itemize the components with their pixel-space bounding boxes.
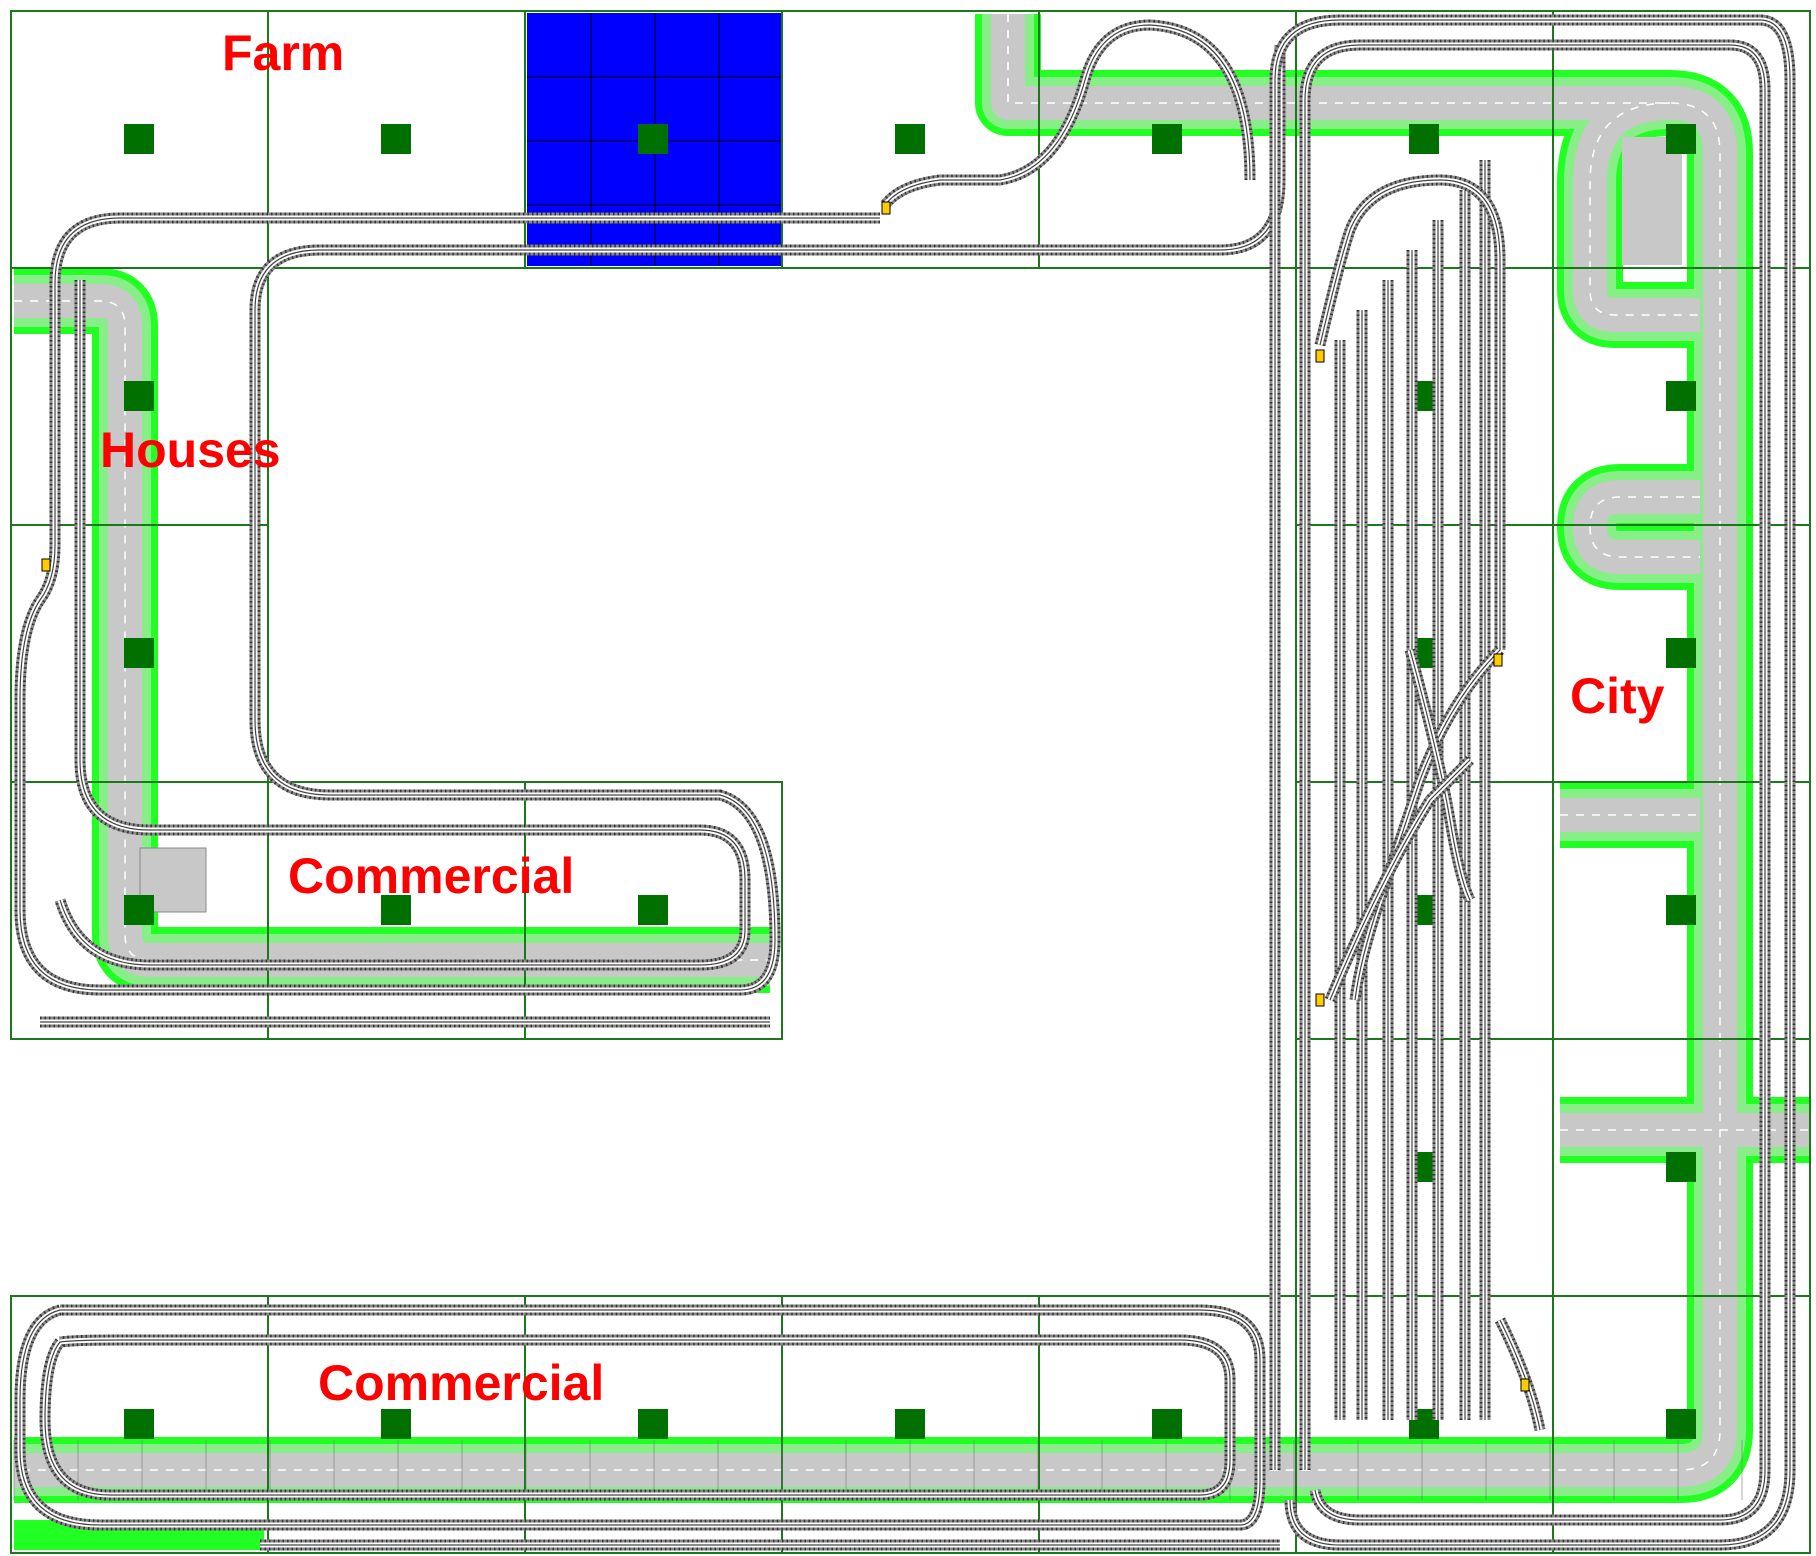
track-rail (19, 45, 1281, 991)
baseplate-marker-icon (1666, 124, 1696, 154)
baseplate-marker-icon (1409, 124, 1439, 154)
signals (41, 201, 1530, 1392)
baseplate (524, 781, 783, 1040)
track-rail (1329, 759, 1471, 1001)
baseplate-marker-icon (638, 895, 668, 925)
signal-icon (1315, 349, 1325, 363)
zone-label-commercial-mid: Commercial (288, 848, 574, 904)
track-rail (1499, 1319, 1541, 1431)
baseplate-marker-icon (895, 1409, 925, 1439)
zone-label-commercial-bottom: Commercial (318, 1355, 604, 1411)
zone-label-city: City (1570, 668, 1665, 724)
track-rail (44, 1339, 1231, 1496)
train-tracks (14, 14, 1796, 1551)
baseplate-marker-icon (381, 124, 411, 154)
signal-icon (1520, 1378, 1530, 1392)
baseplate-marker-icon (1666, 1409, 1696, 1439)
road-centre-line (1589, 102, 1700, 316)
zone-label-farm: Farm (222, 25, 344, 81)
baseplate-marker-icon (1666, 1152, 1696, 1182)
road-centre-line (14, 300, 770, 961)
road-segment (14, 14, 1737, 1487)
baseplate-marker-icon (1666, 381, 1696, 411)
baseplate-marker-icon (895, 124, 925, 154)
baseplate-grid (10, 10, 1811, 1554)
track-rail (1274, 19, 1791, 1546)
baseplate-marker-icon (124, 1409, 154, 1439)
track-rail (1354, 649, 1501, 1001)
zone-labels: Farm Houses Commercial City Commercial (100, 25, 1665, 1411)
signal-icon (881, 201, 891, 215)
baseplate-marker-icon (1666, 638, 1696, 668)
baseplate-marker-icon (124, 895, 154, 925)
track-rail (19, 1309, 1261, 1526)
baseplate-marker-icon (124, 638, 154, 668)
signal-icon (1493, 653, 1503, 667)
baseplate-marker-icon (124, 381, 154, 411)
baseplate-marker-icon (1666, 895, 1696, 925)
baseplate-marker-icon (124, 124, 154, 154)
road-centre-line (1589, 496, 1700, 558)
baseplate-markers (124, 124, 1696, 1439)
baseplate-marker-icon (638, 1409, 668, 1439)
baseplate-marker-icon (381, 1409, 411, 1439)
track-rail (1319, 179, 1501, 650)
baseplate-marker-icon (1152, 1409, 1182, 1439)
baseplate-marker-icon (381, 895, 411, 925)
baseplate (1552, 1295, 1811, 1554)
pavement-block (1622, 137, 1682, 265)
road-network (14, 14, 1810, 1550)
track-rail (1409, 649, 1471, 901)
zone-label-houses: Houses (100, 422, 281, 478)
baseplate-marker-icon (638, 124, 668, 154)
signal-icon (41, 558, 51, 572)
track-rail (884, 24, 1251, 206)
baseplate-marker-icon (1152, 124, 1182, 154)
signal-icon (1315, 993, 1325, 1007)
track-rail (1304, 44, 1766, 1521)
track-rail (59, 280, 746, 966)
